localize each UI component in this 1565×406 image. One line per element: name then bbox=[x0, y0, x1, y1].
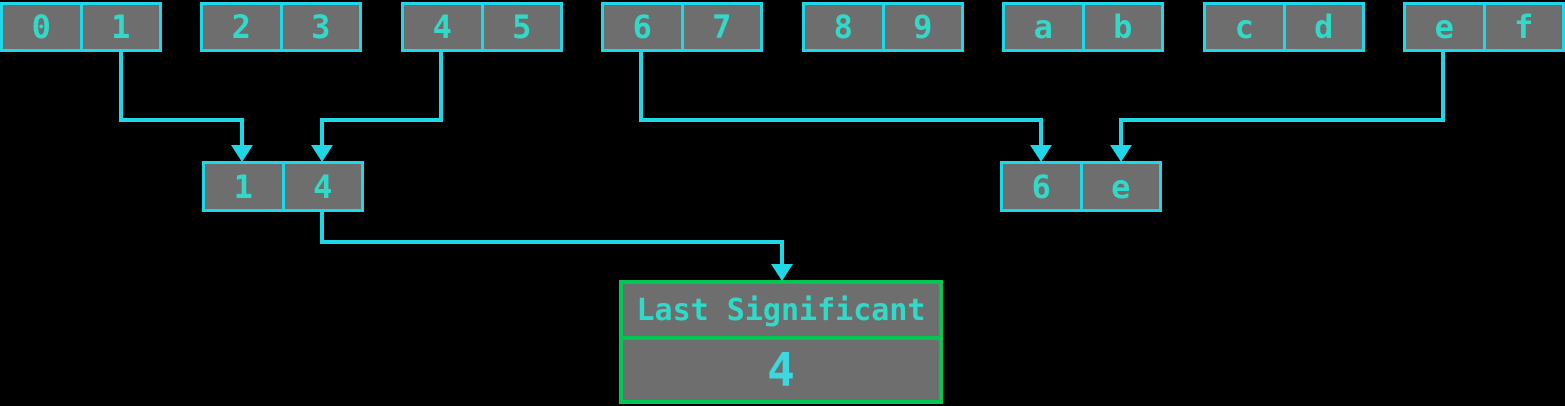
hex-pair-23: 2 3 bbox=[200, 2, 362, 52]
arrowhead-down-icon bbox=[771, 264, 793, 281]
arrowhead-down-icon bbox=[231, 145, 253, 162]
arrowhead-down-icon bbox=[1110, 145, 1132, 162]
hex-pair-89: 8 9 bbox=[802, 2, 964, 52]
hex-cell-6: 6 bbox=[632, 8, 652, 46]
merged-pair-14: 1 4 bbox=[202, 161, 364, 212]
hex-pair-ef: e f bbox=[1403, 2, 1565, 52]
hex-cell-e: e bbox=[1434, 8, 1454, 46]
result-box: Last Significant 4 bbox=[619, 280, 943, 404]
connector-1-to-merged-1 bbox=[119, 52, 253, 162]
connector-e-to-merged-e bbox=[1110, 52, 1445, 162]
merged-cell-1: 1 bbox=[233, 167, 253, 206]
result-label: Last Significant bbox=[623, 284, 939, 340]
hex-cell-1: 1 bbox=[79, 5, 160, 49]
hex-cell-5: 5 bbox=[480, 5, 561, 49]
hex-cell-a: a bbox=[1033, 8, 1053, 46]
merged-cell-6: 6 bbox=[1031, 167, 1051, 206]
hex-pair-67: 6 7 bbox=[601, 2, 763, 52]
hex-cell-d: d bbox=[1282, 5, 1363, 49]
merged-pair-6e: 6 e bbox=[1000, 161, 1162, 212]
connector-4-to-merged-4 bbox=[311, 52, 443, 162]
merged-cell-4: 4 bbox=[281, 164, 362, 209]
hex-pair-cd: c d bbox=[1203, 2, 1365, 52]
hex-pair-45: 4 5 bbox=[401, 2, 563, 52]
connector-merged4-to-result bbox=[320, 212, 793, 281]
hex-cell-c: c bbox=[1234, 8, 1254, 46]
arrowhead-down-icon bbox=[311, 145, 333, 162]
hex-cell-9: 9 bbox=[881, 5, 962, 49]
hex-cell-f: f bbox=[1482, 5, 1563, 49]
merged-cell-e: e bbox=[1079, 164, 1160, 209]
arrowhead-down-icon bbox=[1030, 145, 1052, 162]
hex-pair-01: 0 1 bbox=[0, 2, 162, 52]
connector-6-to-merged-6 bbox=[639, 52, 1052, 162]
result-value: 4 bbox=[767, 343, 795, 397]
hex-cell-8: 8 bbox=[833, 8, 853, 46]
hex-cell-0: 0 bbox=[31, 8, 51, 46]
hex-cell-7: 7 bbox=[680, 5, 761, 49]
hex-cell-3: 3 bbox=[279, 5, 360, 49]
hex-cell-b: b bbox=[1081, 5, 1162, 49]
hex-cell-4: 4 bbox=[432, 8, 452, 46]
hex-cell-2: 2 bbox=[231, 8, 251, 46]
hex-pair-ab: a b bbox=[1002, 2, 1164, 52]
